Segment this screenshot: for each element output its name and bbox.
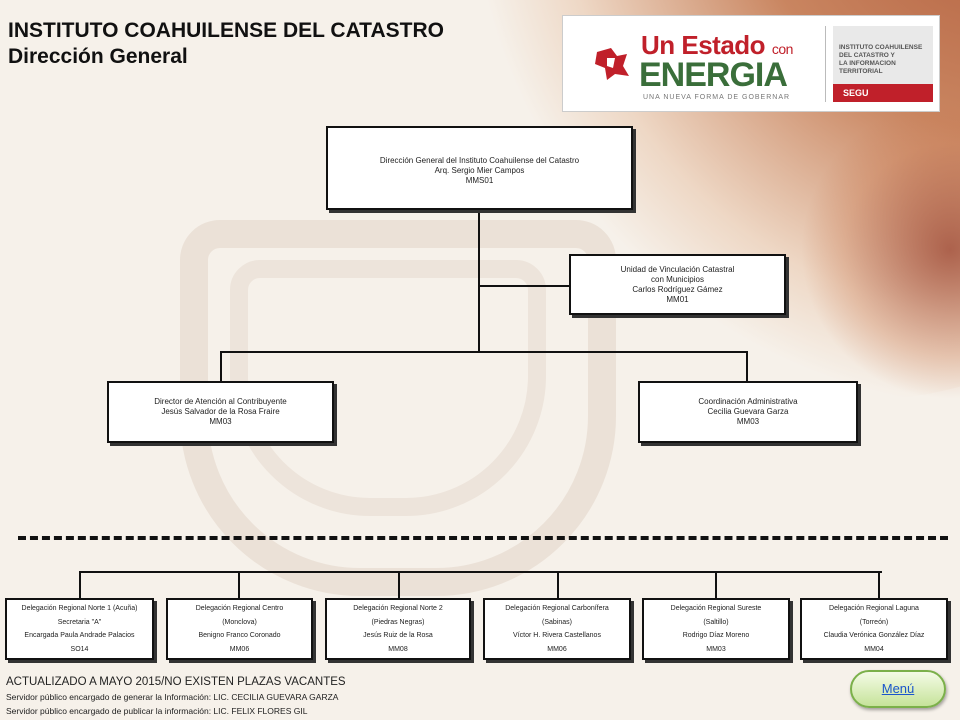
delegacion-box: Delegación Regional Carbonífera(Sabinas)… [483, 598, 631, 660]
footer-publisher-note: Servidor público encargado de publicar l… [6, 706, 308, 716]
institute-badge: INSTITUTO COAHUILENSE DEL CATASTRO Y LA … [833, 26, 933, 102]
delegacion-box: Delegación Regional Centro(Monclova)Beni… [166, 598, 313, 660]
connector-delegaciones-horizontal [79, 571, 882, 573]
footer-updated-note: ACTUALIZADO A MAYO 2015/NO EXISTEN PLAZA… [6, 676, 346, 688]
connector-director-atencion [220, 351, 222, 381]
logo-slogan-top: Un Estado con [641, 30, 793, 60]
connector-unidad [478, 285, 570, 287]
connector-delegacion [79, 571, 81, 598]
menu-button[interactable]: Menú [850, 670, 946, 708]
director-general-box: Dirección General del Instituto Coahuile… [326, 126, 633, 210]
segu-label: SEGU [833, 84, 933, 102]
institute-badge-text: INSTITUTO COAHUILENSE DEL CATASTRO Y LA … [839, 44, 923, 75]
connector-delegacion [557, 571, 559, 598]
connector-delegacion [715, 571, 717, 598]
dashed-separator [18, 536, 948, 540]
connector-coordinacion [746, 351, 748, 381]
connector-main-vertical [478, 210, 480, 352]
government-logo: Un Estado con ENERGIA UNA NUEVA FORMA DE… [562, 15, 940, 112]
logo-slogan-energia: ENERGIA [639, 56, 788, 94]
footer-generator-note: Servidor público encargado de generar la… [6, 692, 339, 702]
connector-delegacion [238, 571, 240, 598]
delegacion-box: Delegación Regional Norte 2(Piedras Negr… [325, 598, 471, 660]
delegacion-box: Delegación Regional Norte 1 (Acuña)Secre… [5, 598, 154, 660]
director-atencion-box: Director de Atención al Contribuyente Je… [107, 381, 334, 443]
logo-divider [825, 26, 826, 102]
title-institute: INSTITUTO COAHUILENSE DEL CATASTRO [8, 19, 444, 42]
unidad-vinculacion-box: Unidad de Vinculación Catastral con Muni… [569, 254, 786, 315]
coahuila-state-icon [595, 48, 629, 80]
coordinacion-administrativa-box: Coordinación Administrativa Cecilia Guev… [638, 381, 858, 443]
title-direction: Dirección General [8, 45, 188, 68]
connector-level2-horizontal [220, 351, 748, 353]
connector-delegacion [878, 571, 880, 598]
page-title: INSTITUTO COAHUILENSE DEL CATASTRO Direc… [8, 18, 444, 70]
connector-delegacion [398, 571, 400, 598]
delegacion-box: Delegación Regional Sureste(Saltillo)Rod… [642, 598, 790, 660]
logo-tagline: UNA NUEVA FORMA DE GOBERNAR [643, 94, 791, 101]
delegacion-box: Delegación Regional Laguna(Torreón)Claud… [800, 598, 948, 660]
